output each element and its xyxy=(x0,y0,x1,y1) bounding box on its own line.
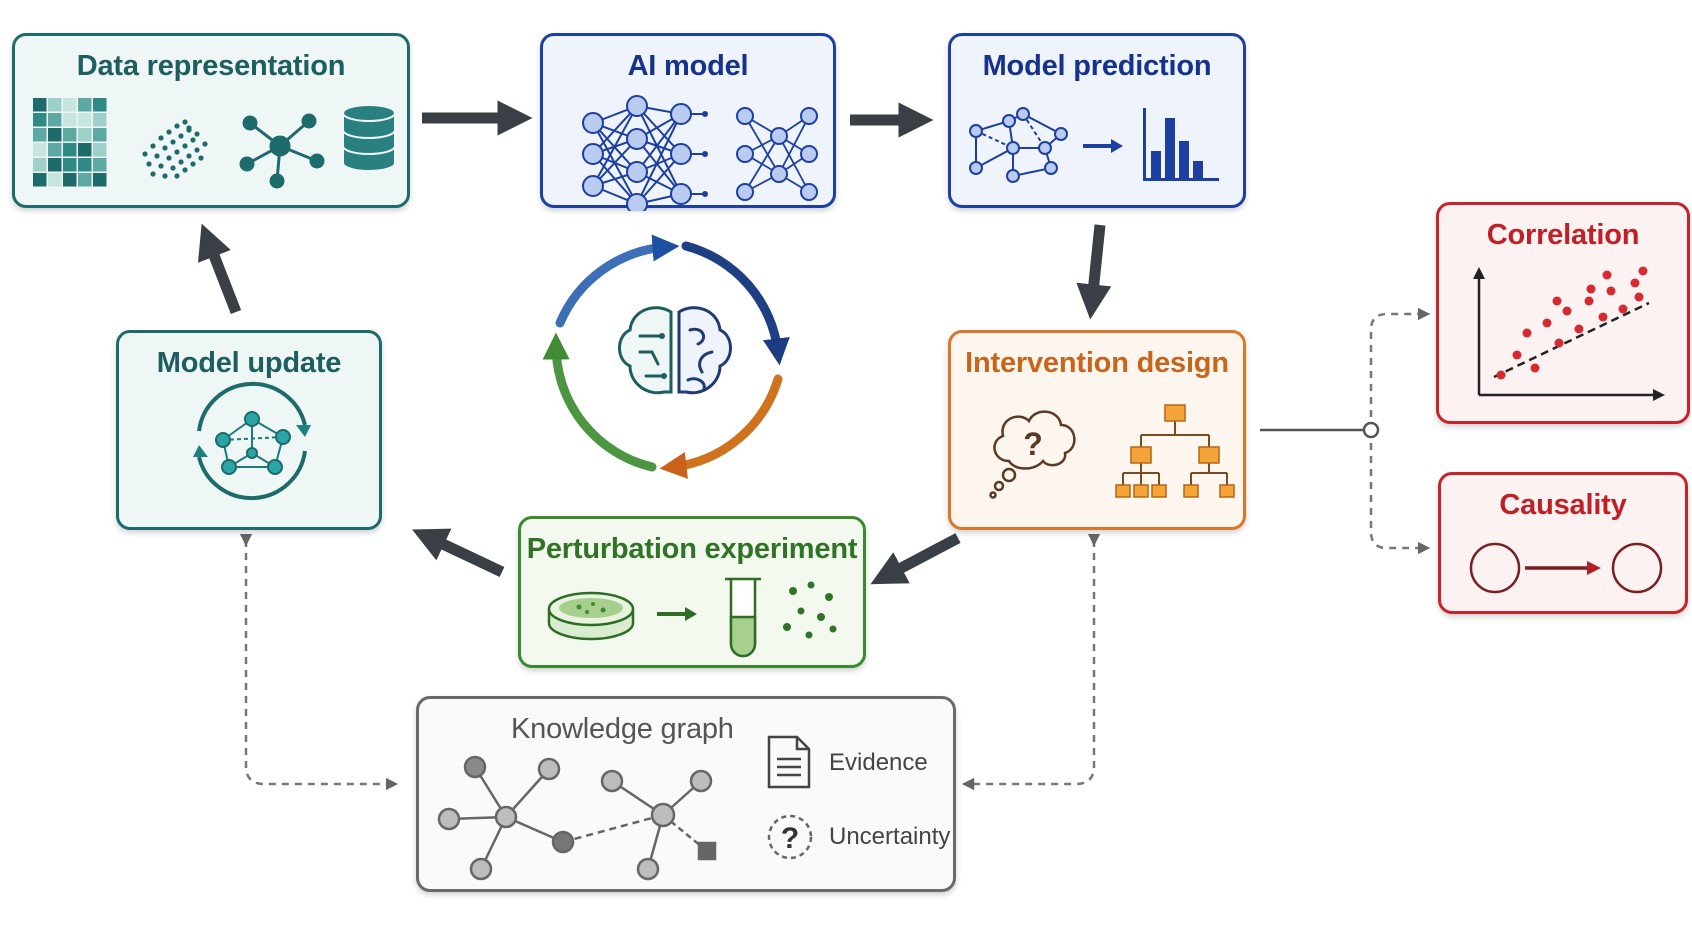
model-update-title: Model update xyxy=(156,347,342,379)
bar-chart-icon xyxy=(1143,108,1219,181)
arrow-intervention-to-perturbation xyxy=(870,533,961,585)
arrow-right-icon xyxy=(1083,139,1123,153)
kg-link-right xyxy=(961,533,1101,791)
brain-icon xyxy=(618,306,732,395)
cycle-arc-top xyxy=(555,234,680,328)
flow-arrows xyxy=(197,100,1112,585)
neural-network-icon xyxy=(582,95,818,211)
particles-icon xyxy=(783,581,837,639)
perturbation-experiment-box[interactable]: Perturbation experiment xyxy=(518,516,866,668)
network-icon xyxy=(239,113,325,189)
central-cycle xyxy=(542,234,790,479)
ai-model-box[interactable]: AI model xyxy=(540,33,836,211)
point-cloud-icon xyxy=(142,119,208,179)
graph-network-icon xyxy=(215,411,291,475)
model-prediction-icons xyxy=(969,107,1219,183)
evidence-label: Evidence xyxy=(829,749,928,776)
scatter-plot-icon xyxy=(1473,266,1665,401)
arrow-right-icon xyxy=(657,607,697,621)
knowledge-links xyxy=(239,307,1431,791)
question-cloud-icon: ? xyxy=(989,410,1076,499)
refresh-cycle-icon xyxy=(193,381,311,501)
data-representation-box[interactable]: Data representation xyxy=(12,33,410,208)
data-representation-title: Data representation xyxy=(76,50,346,82)
data-representation-icons xyxy=(33,98,396,189)
intervention-design-icons: ? xyxy=(989,404,1235,499)
knowledge-graph-box[interactable]: Knowledge graph xyxy=(416,696,956,892)
test-tube-icon xyxy=(725,577,761,658)
uncertainty-label: Uncertainty xyxy=(829,823,951,850)
perturbation-experiment-icons xyxy=(547,577,837,658)
cause-effect-icon xyxy=(1469,542,1663,594)
heatmap-icon xyxy=(33,98,107,187)
cycle-arc-bottom-right xyxy=(659,374,783,479)
model-update-box[interactable]: Model update xyxy=(116,330,382,530)
svg-text:?: ? xyxy=(1023,426,1043,462)
correlation-box[interactable]: Correlation xyxy=(1436,202,1690,424)
branch-to-causality xyxy=(1369,430,1431,555)
model-prediction-box[interactable]: Model prediction xyxy=(948,33,1246,208)
kg-link-left xyxy=(239,533,399,791)
ai-model-title: AI model xyxy=(627,50,749,82)
database-icon xyxy=(342,104,396,172)
svg-text:?: ? xyxy=(781,822,799,855)
arrow-update-to-data xyxy=(197,223,242,314)
cycle-arc-right xyxy=(681,241,790,366)
document-icon xyxy=(767,735,811,789)
perturbation-experiment-title: Perturbation experiment xyxy=(526,533,858,565)
graph-icon xyxy=(969,107,1068,183)
intervention-design-box[interactable]: Intervention design ? xyxy=(948,330,1246,530)
model-update-icon xyxy=(193,381,311,501)
intervention-design-title: Intervention design xyxy=(965,347,1229,379)
branch-node xyxy=(1362,421,1380,439)
hierarchy-icon xyxy=(1115,404,1235,498)
knowledge-graph-title: Knowledge graph xyxy=(511,713,734,745)
branch-to-correlation xyxy=(1369,307,1431,430)
causality-title: Causality xyxy=(1499,489,1627,521)
arrow-prediction-to-intervention xyxy=(1076,224,1112,320)
knowledge-graph-icons: ? xyxy=(437,735,813,881)
cycle-arc-left xyxy=(542,332,657,472)
causality-box[interactable]: Causality xyxy=(1438,472,1688,614)
arrow-perturbation-to-update xyxy=(412,528,505,577)
model-prediction-title: Model prediction xyxy=(982,50,1212,82)
correlation-title: Correlation xyxy=(1486,219,1640,251)
question-circle-icon: ? xyxy=(767,814,813,860)
knowledge-network-icon xyxy=(437,755,717,881)
petri-dish-icon xyxy=(547,591,635,641)
